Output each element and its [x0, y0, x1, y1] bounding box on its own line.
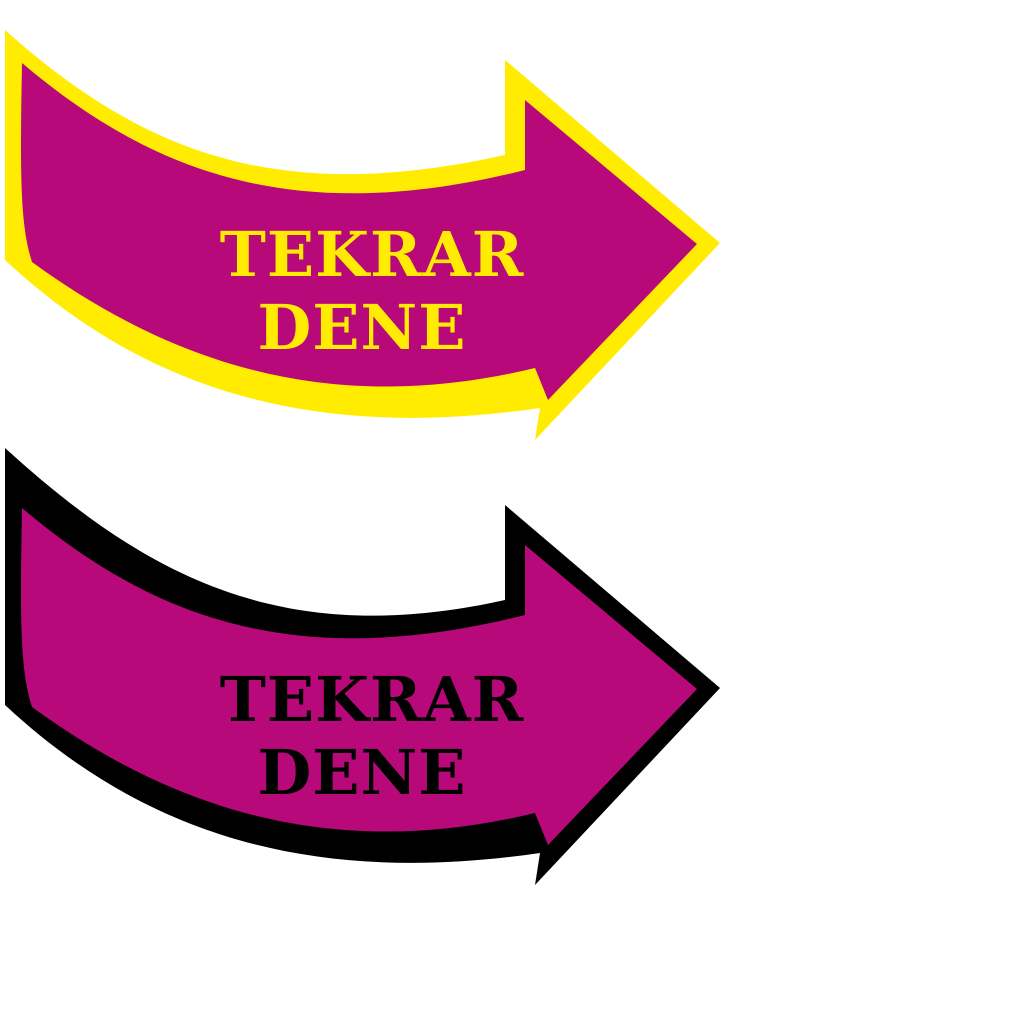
arrow-label-line2: DENE	[258, 291, 467, 364]
arrow-label-line1: TEKRAR	[220, 663, 524, 736]
arrow-body-yellow	[21, 63, 698, 400]
arrow-label-line1: TEKRAR	[220, 218, 524, 291]
arrow-label-line2: DENE	[258, 736, 467, 809]
try-again-arrow-button-black[interactable]: TEKRAR DENE	[5, 448, 720, 885]
arrow-body-black	[21, 508, 698, 845]
try-again-arrow-button-yellow[interactable]: TEKRAR DENE	[5, 30, 720, 440]
